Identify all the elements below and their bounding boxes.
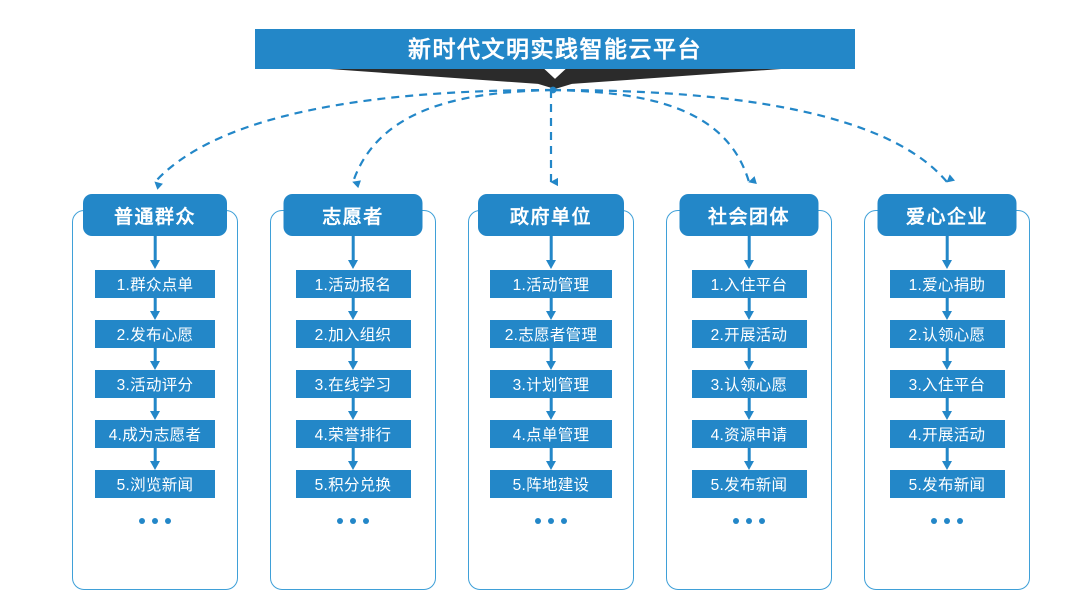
ellipsis-dot bbox=[561, 518, 567, 524]
column-steps-general-public: 1.群众点单 2.发布心愿 3.活动评分 4.成为志愿者 5.浏览新闻 bbox=[73, 236, 237, 524]
column-steps-volunteer: 1.活动报名 2.加入组织 3.在线学习 4.荣誉排行 5.积分兑换 bbox=[271, 236, 435, 524]
arrow-down-icon bbox=[544, 348, 558, 370]
step-item[interactable]: 3.入住平台 bbox=[889, 370, 1005, 398]
ellipsis-dot bbox=[931, 518, 937, 524]
arrow-down-icon bbox=[742, 236, 756, 270]
ellipsis-dot bbox=[548, 518, 554, 524]
arrow-down-icon bbox=[544, 448, 558, 470]
step-item[interactable]: 2.加入组织 bbox=[295, 320, 411, 348]
arrow-down-icon bbox=[148, 398, 162, 420]
step-item[interactable]: 5.浏览新闻 bbox=[95, 470, 215, 498]
step-item[interactable]: 2.认领心愿 bbox=[889, 320, 1005, 348]
step-item[interactable]: 2.志愿者管理 bbox=[490, 320, 612, 348]
arrow-down-icon bbox=[148, 236, 162, 270]
column-volunteer: 志愿者 1.活动报名 2.加入组织 3.在线学习 4.荣誉排行 5.积分兑换 bbox=[270, 194, 436, 590]
step-item[interactable]: 5.阵地建设 bbox=[490, 470, 612, 498]
arrow-down-icon bbox=[544, 298, 558, 320]
arrow-down-icon bbox=[940, 448, 954, 470]
ellipsis-dot bbox=[535, 518, 541, 524]
connector-to-general-public bbox=[154, 88, 554, 190]
step-item[interactable]: 4.点单管理 bbox=[490, 420, 612, 448]
arrow-down-icon bbox=[148, 348, 162, 370]
more-items-ellipsis bbox=[733, 518, 765, 524]
step-item[interactable]: 1.群众点单 bbox=[95, 270, 215, 298]
arrow-down-icon bbox=[940, 298, 954, 320]
connector-to-caring-enterprise bbox=[552, 88, 955, 183]
ellipsis-dot bbox=[165, 518, 171, 524]
column-header-volunteer[interactable]: 志愿者 bbox=[283, 194, 423, 236]
ellipsis-dot bbox=[152, 518, 158, 524]
arrow-down-icon bbox=[940, 236, 954, 270]
connector-to-social-group bbox=[552, 88, 757, 184]
step-item[interactable]: 1.入住平台 bbox=[691, 270, 807, 298]
column-header-social-group[interactable]: 社会团体 bbox=[679, 194, 819, 236]
platform-title-banner: 新时代文明实践智能云平台 bbox=[255, 29, 855, 89]
step-item[interactable]: 3.活动评分 bbox=[95, 370, 215, 398]
arrow-down-icon bbox=[346, 448, 360, 470]
step-item[interactable]: 1.爱心捐助 bbox=[889, 270, 1005, 298]
arrow-down-icon bbox=[346, 298, 360, 320]
column-general-public: 普通群众 1.群众点单 2.发布心愿 3.活动评分 4.成为志愿者 5.浏览新闻 bbox=[72, 194, 238, 590]
arrow-down-icon bbox=[544, 236, 558, 270]
connector-to-volunteer bbox=[351, 88, 554, 189]
step-item[interactable]: 1.活动报名 bbox=[295, 270, 411, 298]
arrow-down-icon bbox=[940, 348, 954, 370]
step-item[interactable]: 2.开展活动 bbox=[691, 320, 807, 348]
step-item[interactable]: 5.发布新闻 bbox=[889, 470, 1005, 498]
arrow-down-icon bbox=[148, 448, 162, 470]
more-items-ellipsis bbox=[931, 518, 963, 524]
more-items-ellipsis bbox=[337, 518, 369, 524]
banner-bar: 新时代文明实践智能云平台 bbox=[255, 29, 855, 69]
step-item[interactable]: 2.发布心愿 bbox=[95, 320, 215, 348]
column-header-general-public[interactable]: 普通群众 bbox=[83, 194, 227, 236]
column-steps-government-unit: 1.活动管理 2.志愿者管理 3.计划管理 4.点单管理 5.阵地建设 bbox=[469, 236, 633, 524]
ellipsis-dot bbox=[139, 518, 145, 524]
ellipsis-dot bbox=[733, 518, 739, 524]
column-steps-social-group: 1.入住平台 2.开展活动 3.认领心愿 4.资源申请 5.发布新闻 bbox=[667, 236, 831, 524]
step-item[interactable]: 3.在线学习 bbox=[295, 370, 411, 398]
column-social-group: 社会团体 1.入住平台 2.开展活动 3.认领心愿 4.资源申请 5.发布新闻 bbox=[666, 194, 832, 590]
step-item[interactable]: 5.发布新闻 bbox=[691, 470, 807, 498]
ellipsis-dot bbox=[746, 518, 752, 524]
arrow-down-icon bbox=[742, 348, 756, 370]
arrow-down-icon bbox=[346, 236, 360, 270]
ellipsis-dot bbox=[350, 518, 356, 524]
step-item[interactable]: 4.成为志愿者 bbox=[95, 420, 215, 448]
arrow-down-icon bbox=[742, 298, 756, 320]
arrow-down-icon bbox=[742, 398, 756, 420]
step-item[interactable]: 3.计划管理 bbox=[490, 370, 612, 398]
step-item[interactable]: 5.积分兑换 bbox=[295, 470, 411, 498]
arrow-down-icon bbox=[346, 348, 360, 370]
arrow-down-icon bbox=[346, 398, 360, 420]
step-item[interactable]: 4.荣誉排行 bbox=[295, 420, 411, 448]
step-item[interactable]: 4.资源申请 bbox=[691, 420, 807, 448]
more-items-ellipsis bbox=[535, 518, 567, 524]
ellipsis-dot bbox=[363, 518, 369, 524]
column-government-unit: 政府单位 1.活动管理 2.志愿者管理 3.计划管理 4.点单管理 5.阵地建设 bbox=[468, 194, 634, 590]
step-item[interactable]: 3.认领心愿 bbox=[691, 370, 807, 398]
arrow-down-icon bbox=[742, 448, 756, 470]
arrow-down-icon bbox=[148, 298, 162, 320]
ellipsis-dot bbox=[759, 518, 765, 524]
column-steps-caring-enterprise: 1.爱心捐助 2.认领心愿 3.入住平台 4.开展活动 5.发布新闻 bbox=[865, 236, 1029, 524]
arrow-down-icon bbox=[544, 398, 558, 420]
column-caring-enterprise: 爱心企业 1.爱心捐助 2.认领心愿 3.入住平台 4.开展活动 5.发布新闻 bbox=[864, 194, 1030, 590]
ellipsis-dot bbox=[944, 518, 950, 524]
column-header-government-unit[interactable]: 政府单位 bbox=[478, 194, 624, 236]
more-items-ellipsis bbox=[139, 518, 171, 524]
ellipsis-dot bbox=[337, 518, 343, 524]
column-header-caring-enterprise[interactable]: 爱心企业 bbox=[877, 194, 1017, 236]
step-item[interactable]: 1.活动管理 bbox=[490, 270, 612, 298]
ellipsis-dot bbox=[957, 518, 963, 524]
banner-ribbon-shadow bbox=[301, 67, 809, 89]
arrow-down-icon bbox=[940, 398, 954, 420]
step-item[interactable]: 4.开展活动 bbox=[889, 420, 1005, 448]
page-title: 新时代文明实践智能云平台 bbox=[408, 35, 702, 62]
